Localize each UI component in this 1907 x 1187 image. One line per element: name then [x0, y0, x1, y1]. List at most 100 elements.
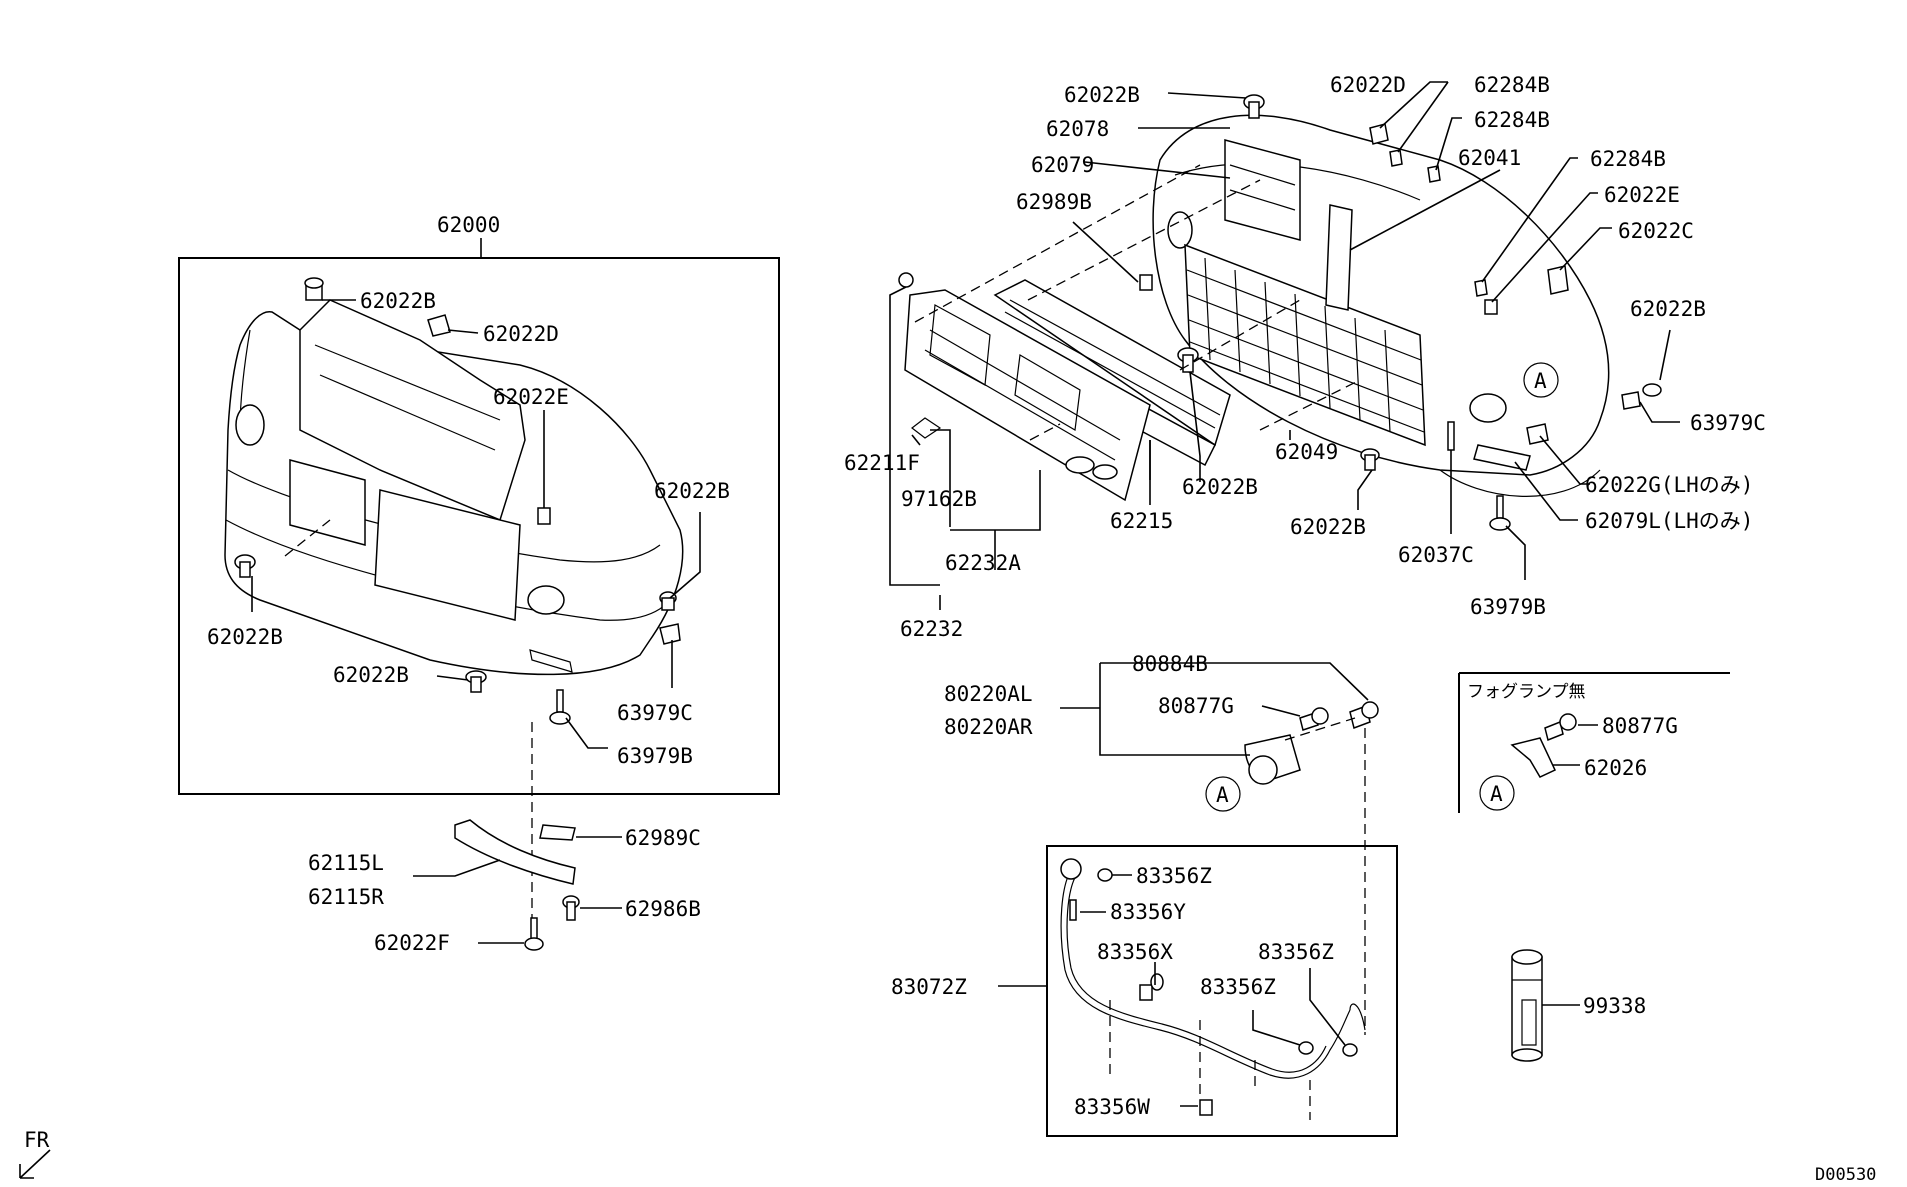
- callout-a-bumper: [1523, 362, 1559, 398]
- label-direction-fr: FR: [24, 1128, 50, 1152]
- label-62115R: 62115R: [308, 885, 384, 909]
- arrow-fr-icon: [19, 1149, 51, 1179]
- bracket-62078: [1224, 139, 1301, 241]
- label-83356Y: 83356Y: [1110, 900, 1186, 924]
- label-62232: 62232: [900, 617, 963, 641]
- clip-62989C: [539, 824, 576, 841]
- label-62986B: 62986B: [625, 897, 701, 921]
- label-62049: 62049: [1275, 440, 1338, 464]
- label-62022B-f: 62022B: [1630, 297, 1706, 321]
- label-62026: 62026: [1584, 756, 1647, 780]
- label-83356Z-b: 83356Z: [1258, 940, 1334, 964]
- label-83072Z: 83072Z: [891, 975, 967, 999]
- front-bumper-drawing: [224, 299, 684, 676]
- label-drawing-code: D00530: [1815, 1165, 1876, 1185]
- bracket-62026: [1510, 737, 1556, 778]
- label-62079L: 62079L(LHのみ): [1585, 509, 1753, 533]
- label-62079: 62079: [1031, 153, 1094, 177]
- screw-63979B-bottom: [549, 689, 571, 725]
- clip-62022B-grille: [1177, 347, 1199, 373]
- assembly-frame-62000: [178, 257, 780, 795]
- clip-63979C-side: [1621, 391, 1641, 410]
- clip-83356W: [1199, 1099, 1213, 1116]
- label-80220AR: 80220AR: [944, 715, 1033, 739]
- label-fog-lamp-delete: フォグランプ無: [1467, 682, 1586, 702]
- bolt-80884B: [1349, 701, 1379, 729]
- harness-group: [998, 845, 1398, 1137]
- exploded-bumper-group: A: [889, 81, 1680, 610]
- callout-a-fog: [1205, 776, 1241, 812]
- label-83356X: 83356X: [1097, 940, 1173, 964]
- clip-62022E-right: [1484, 299, 1498, 315]
- screw-63979B-right: [1489, 495, 1511, 531]
- label-80877G-a: 80877G: [1158, 694, 1234, 718]
- seal-62037C: [1447, 421, 1455, 451]
- fog-delete-group: フォグランプ無 A: [1458, 672, 1730, 813]
- callout-a-fog-text: A: [1216, 783, 1229, 807]
- label-62022D-a: 62022D: [483, 322, 559, 346]
- label-83356Z-c: 83356Z: [1200, 975, 1276, 999]
- label-62022B-h: 62022B: [1290, 515, 1366, 539]
- screw-62986B: [562, 895, 580, 921]
- callout-a-delete: [1479, 775, 1515, 811]
- label-62022B-a: 62022B: [360, 289, 436, 313]
- screw-62284B-c: [1474, 279, 1488, 297]
- label-83356Z-a: 83356Z: [1136, 864, 1212, 888]
- label-62115L: 62115L: [308, 851, 384, 875]
- label-63979C-a: 63979C: [617, 701, 693, 725]
- molding-62115: [454, 819, 576, 885]
- clip-62022D-top: [427, 314, 451, 337]
- screw-62284B-a: [1389, 149, 1403, 167]
- callout-a-delete-text: A: [1490, 782, 1503, 806]
- label-62022B-c: 62022B: [207, 625, 283, 649]
- clip-62022B-left: [234, 554, 256, 578]
- label-62022E-b: 62022E: [1604, 183, 1680, 207]
- emblem-97162B: [911, 417, 942, 439]
- label-62989C: 62989C: [625, 826, 701, 850]
- lower-molding-group: [413, 722, 622, 951]
- label-63979C-b: 63979C: [1690, 411, 1766, 435]
- clip-62022E-left: [537, 507, 551, 525]
- clip-83356Z-a: [1097, 868, 1113, 882]
- label-62284B-a: 62284B: [1474, 73, 1550, 97]
- label-80884B: 80884B: [1132, 652, 1208, 676]
- label-62022G: 62022G(LHのみ): [1585, 473, 1753, 497]
- label-62022F: 62022F: [374, 931, 450, 955]
- label-62022B-b: 62022B: [654, 479, 730, 503]
- paint-bottle-99338: [1511, 949, 1580, 1062]
- clip-62022B-side: [1642, 383, 1662, 397]
- label-62022C: 62022C: [1618, 219, 1694, 243]
- label-62022B-e: 62022B: [1064, 83, 1140, 107]
- label-62284B-c: 62284B: [1590, 147, 1666, 171]
- clip-83356Z-b: [1298, 1041, 1314, 1055]
- label-99338: 99338: [1583, 994, 1646, 1018]
- clip-62022B-top: [304, 277, 324, 301]
- clip-83356X: [1139, 984, 1153, 1001]
- label-80220AL: 80220AL: [944, 682, 1033, 706]
- clip-62022B-lower: [1360, 448, 1380, 471]
- label-62041: 62041: [1458, 146, 1521, 170]
- bolt-80877G-b: [1544, 713, 1577, 742]
- label-62284B-b: 62284B: [1474, 108, 1550, 132]
- label-62232A: 62232A: [945, 551, 1021, 575]
- screw-62022F: [524, 917, 544, 951]
- label-62000: 62000: [437, 213, 500, 237]
- harness-frame: [1046, 845, 1398, 1137]
- label-83356W: 83356W: [1074, 1095, 1150, 1119]
- fog-lamp-group: A: [1060, 662, 1379, 1035]
- bolt-80877G-a: [1299, 707, 1329, 731]
- label-62022D-b: 62022D: [1330, 73, 1406, 97]
- label-63979B-a: 63979B: [617, 744, 693, 768]
- label-97162B: 97162B: [901, 487, 977, 511]
- callout-a-bumper-text: A: [1534, 369, 1547, 393]
- label-62215: 62215: [1110, 509, 1173, 533]
- label-62078: 62078: [1046, 117, 1109, 141]
- label-80877G-b: 80877G: [1602, 714, 1678, 738]
- front-bumper-assembly-group: [178, 238, 780, 795]
- clip-62022B-bottom: [465, 670, 487, 693]
- label-62211F: 62211F: [844, 451, 920, 475]
- clip-62022C: [1547, 265, 1569, 295]
- clip-62211F: [898, 272, 914, 288]
